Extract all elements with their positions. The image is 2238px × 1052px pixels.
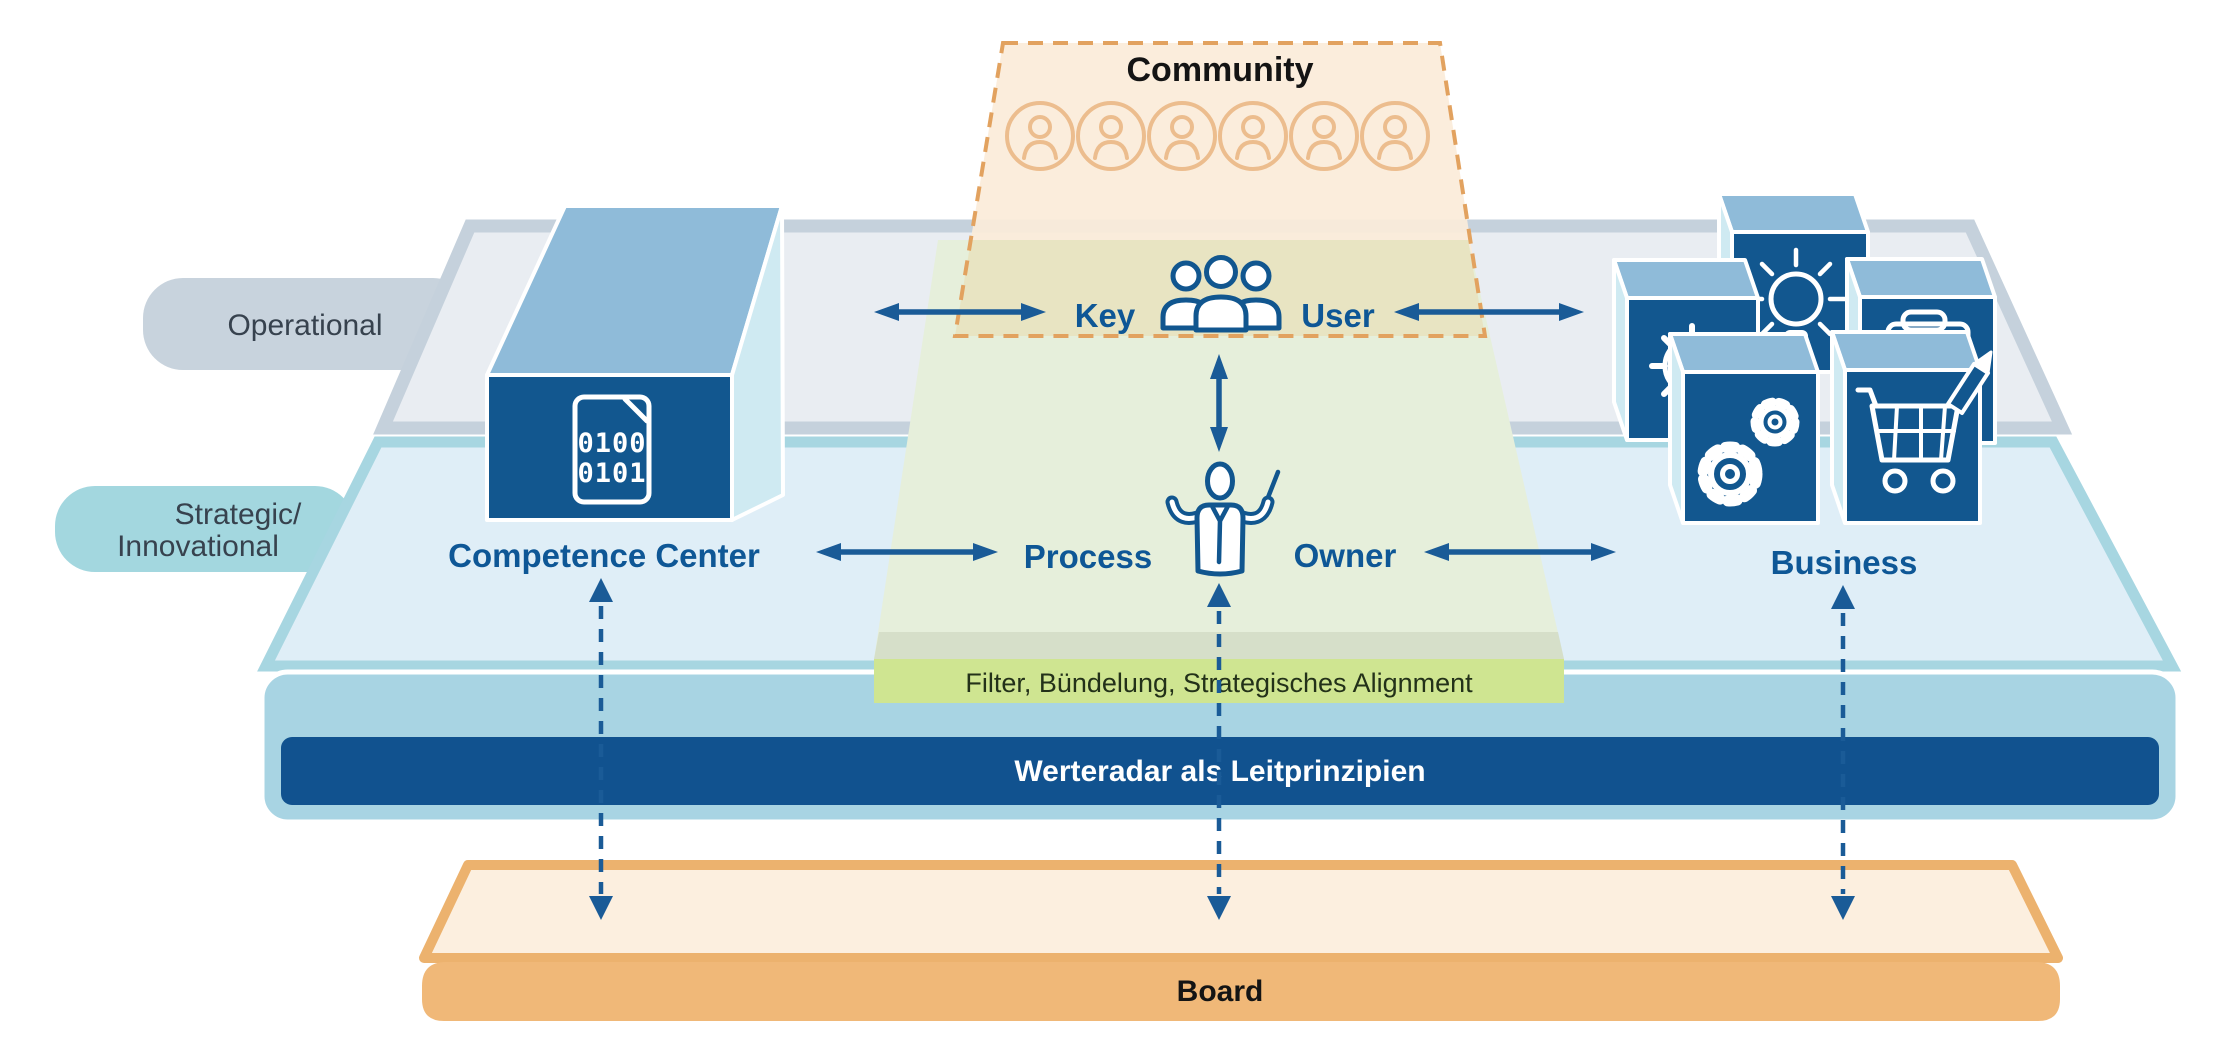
helm-box-top — [1612, 258, 1760, 300]
binary-line2: 0101 — [577, 458, 646, 489]
dashed-arrow-business-board — [1831, 585, 1855, 920]
user-avatar-icon — [1147, 101, 1217, 171]
user-avatar-icon — [1218, 101, 1288, 171]
user-avatar-icon — [1289, 101, 1359, 171]
board-front-face — [422, 962, 2060, 1021]
operational-tab-shape — [143, 278, 473, 370]
shopping-cart-icon — [1855, 387, 1961, 494]
user-avatar-icon — [1076, 101, 1146, 171]
binary-line1: 0100 — [577, 428, 646, 459]
binary-document-icon: 0100 0101 — [572, 394, 652, 505]
business-label: Business — [1771, 544, 1918, 581]
owner-label: Owner — [1294, 537, 1397, 574]
strategic-tab-label-line1: Strategic/ — [175, 498, 302, 531]
user-avatar-icon — [1360, 101, 1430, 171]
competence-center-label: Competence Center — [448, 537, 760, 574]
users-group-icon — [1160, 255, 1282, 333]
dashed-arrow-processowner-board — [1207, 583, 1231, 920]
operational-tab-label: Operational — [227, 309, 382, 342]
gears-box-top — [1668, 332, 1820, 374]
werteradar-bar-shape — [281, 737, 2159, 805]
board-label: Board — [1177, 975, 1264, 1008]
baton — [1264, 469, 1281, 503]
strategic-tab-shape — [55, 486, 355, 572]
competence-center-box: 0100 0101 — [485, 204, 785, 522]
dashed-arrow-competence-board — [589, 578, 613, 920]
briefcase-box-top — [1845, 257, 1997, 299]
business-boxes — [1612, 192, 1997, 525]
user-label: User — [1301, 297, 1375, 334]
gears-box — [1668, 332, 1820, 525]
level-tab-operational: Operational — [143, 278, 473, 370]
gears-icon — [1697, 397, 1800, 507]
strategic-tab-label-line2: Innovational — [117, 530, 279, 563]
community-avatars — [1005, 101, 1430, 171]
cart-box — [1830, 330, 1982, 525]
community-dashed-border — [952, 41, 1488, 338]
werteradar-bar: Werteradar als Leitprinzipien — [281, 737, 2159, 805]
user-center — [1193, 255, 1249, 333]
gears-box-front — [1681, 370, 1820, 525]
pencil-icon — [1946, 350, 1993, 415]
cart-box-top — [1830, 330, 1982, 372]
idea-box-top — [1717, 192, 1870, 234]
key-label: Key — [1075, 297, 1136, 334]
user-avatar-icon — [1005, 101, 1075, 171]
process-label: Process — [1024, 538, 1152, 575]
board-platform: Board — [419, 860, 2063, 1021]
board-top-face — [419, 860, 2063, 963]
conductor-icon — [1165, 461, 1281, 577]
tie — [1209, 503, 1231, 565]
level-tab-strategic: Strategic/ Innovational — [55, 486, 355, 572]
community-title: Community — [1127, 51, 1314, 89]
